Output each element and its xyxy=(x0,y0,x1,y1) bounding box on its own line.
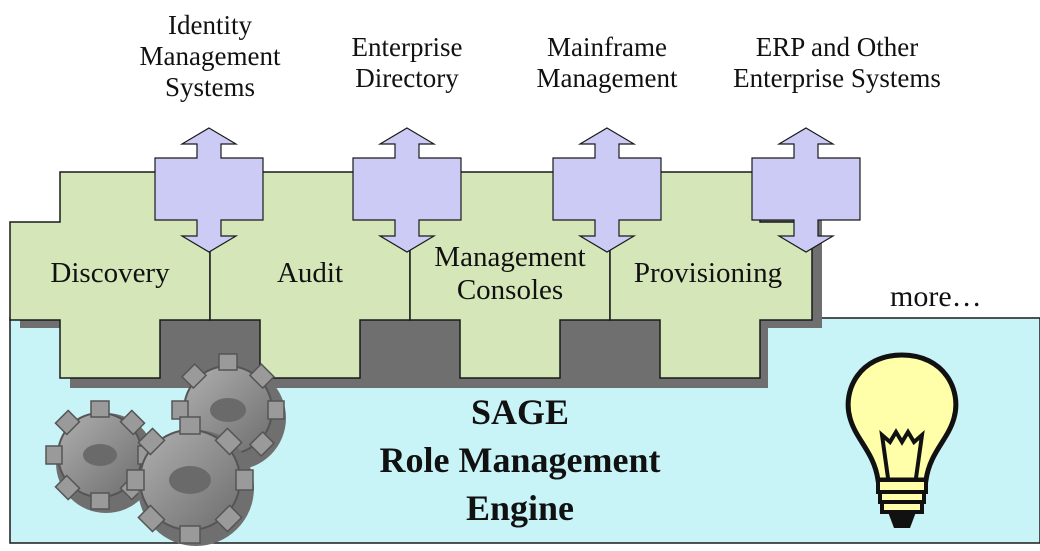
module-label-audit: Audit xyxy=(276,257,344,289)
system-label-enterprise-directory: Enterprise Directory xyxy=(351,32,463,93)
system-label-identity-management: Identity Management Systems xyxy=(139,10,281,102)
more-label: more… xyxy=(890,280,982,313)
arrow-identity-management xyxy=(154,127,264,253)
system-label-erp-systems: ERP and Other Enterprise Systems xyxy=(733,32,941,93)
arrow-mainframe-management xyxy=(552,127,662,253)
engine-title-line3: Engine xyxy=(465,488,575,528)
lightbulb-icon xyxy=(845,352,959,528)
module-piece-discovery xyxy=(9,171,211,379)
system-label-mainframe-management: Mainframe Management xyxy=(536,32,678,93)
engine-title-line2: Role Management xyxy=(379,440,661,480)
arrow-erp-systems xyxy=(751,127,861,253)
engine-title-line1: SAGE xyxy=(470,392,570,432)
module-label-management-consoles: Management Consoles xyxy=(434,241,586,306)
module-label-provisioning: Provisioning xyxy=(633,257,783,289)
arrow-enterprise-directory xyxy=(352,127,462,253)
gears-icon xyxy=(45,353,286,546)
module-row xyxy=(9,171,813,379)
module-label-discovery: Discovery xyxy=(50,257,170,289)
